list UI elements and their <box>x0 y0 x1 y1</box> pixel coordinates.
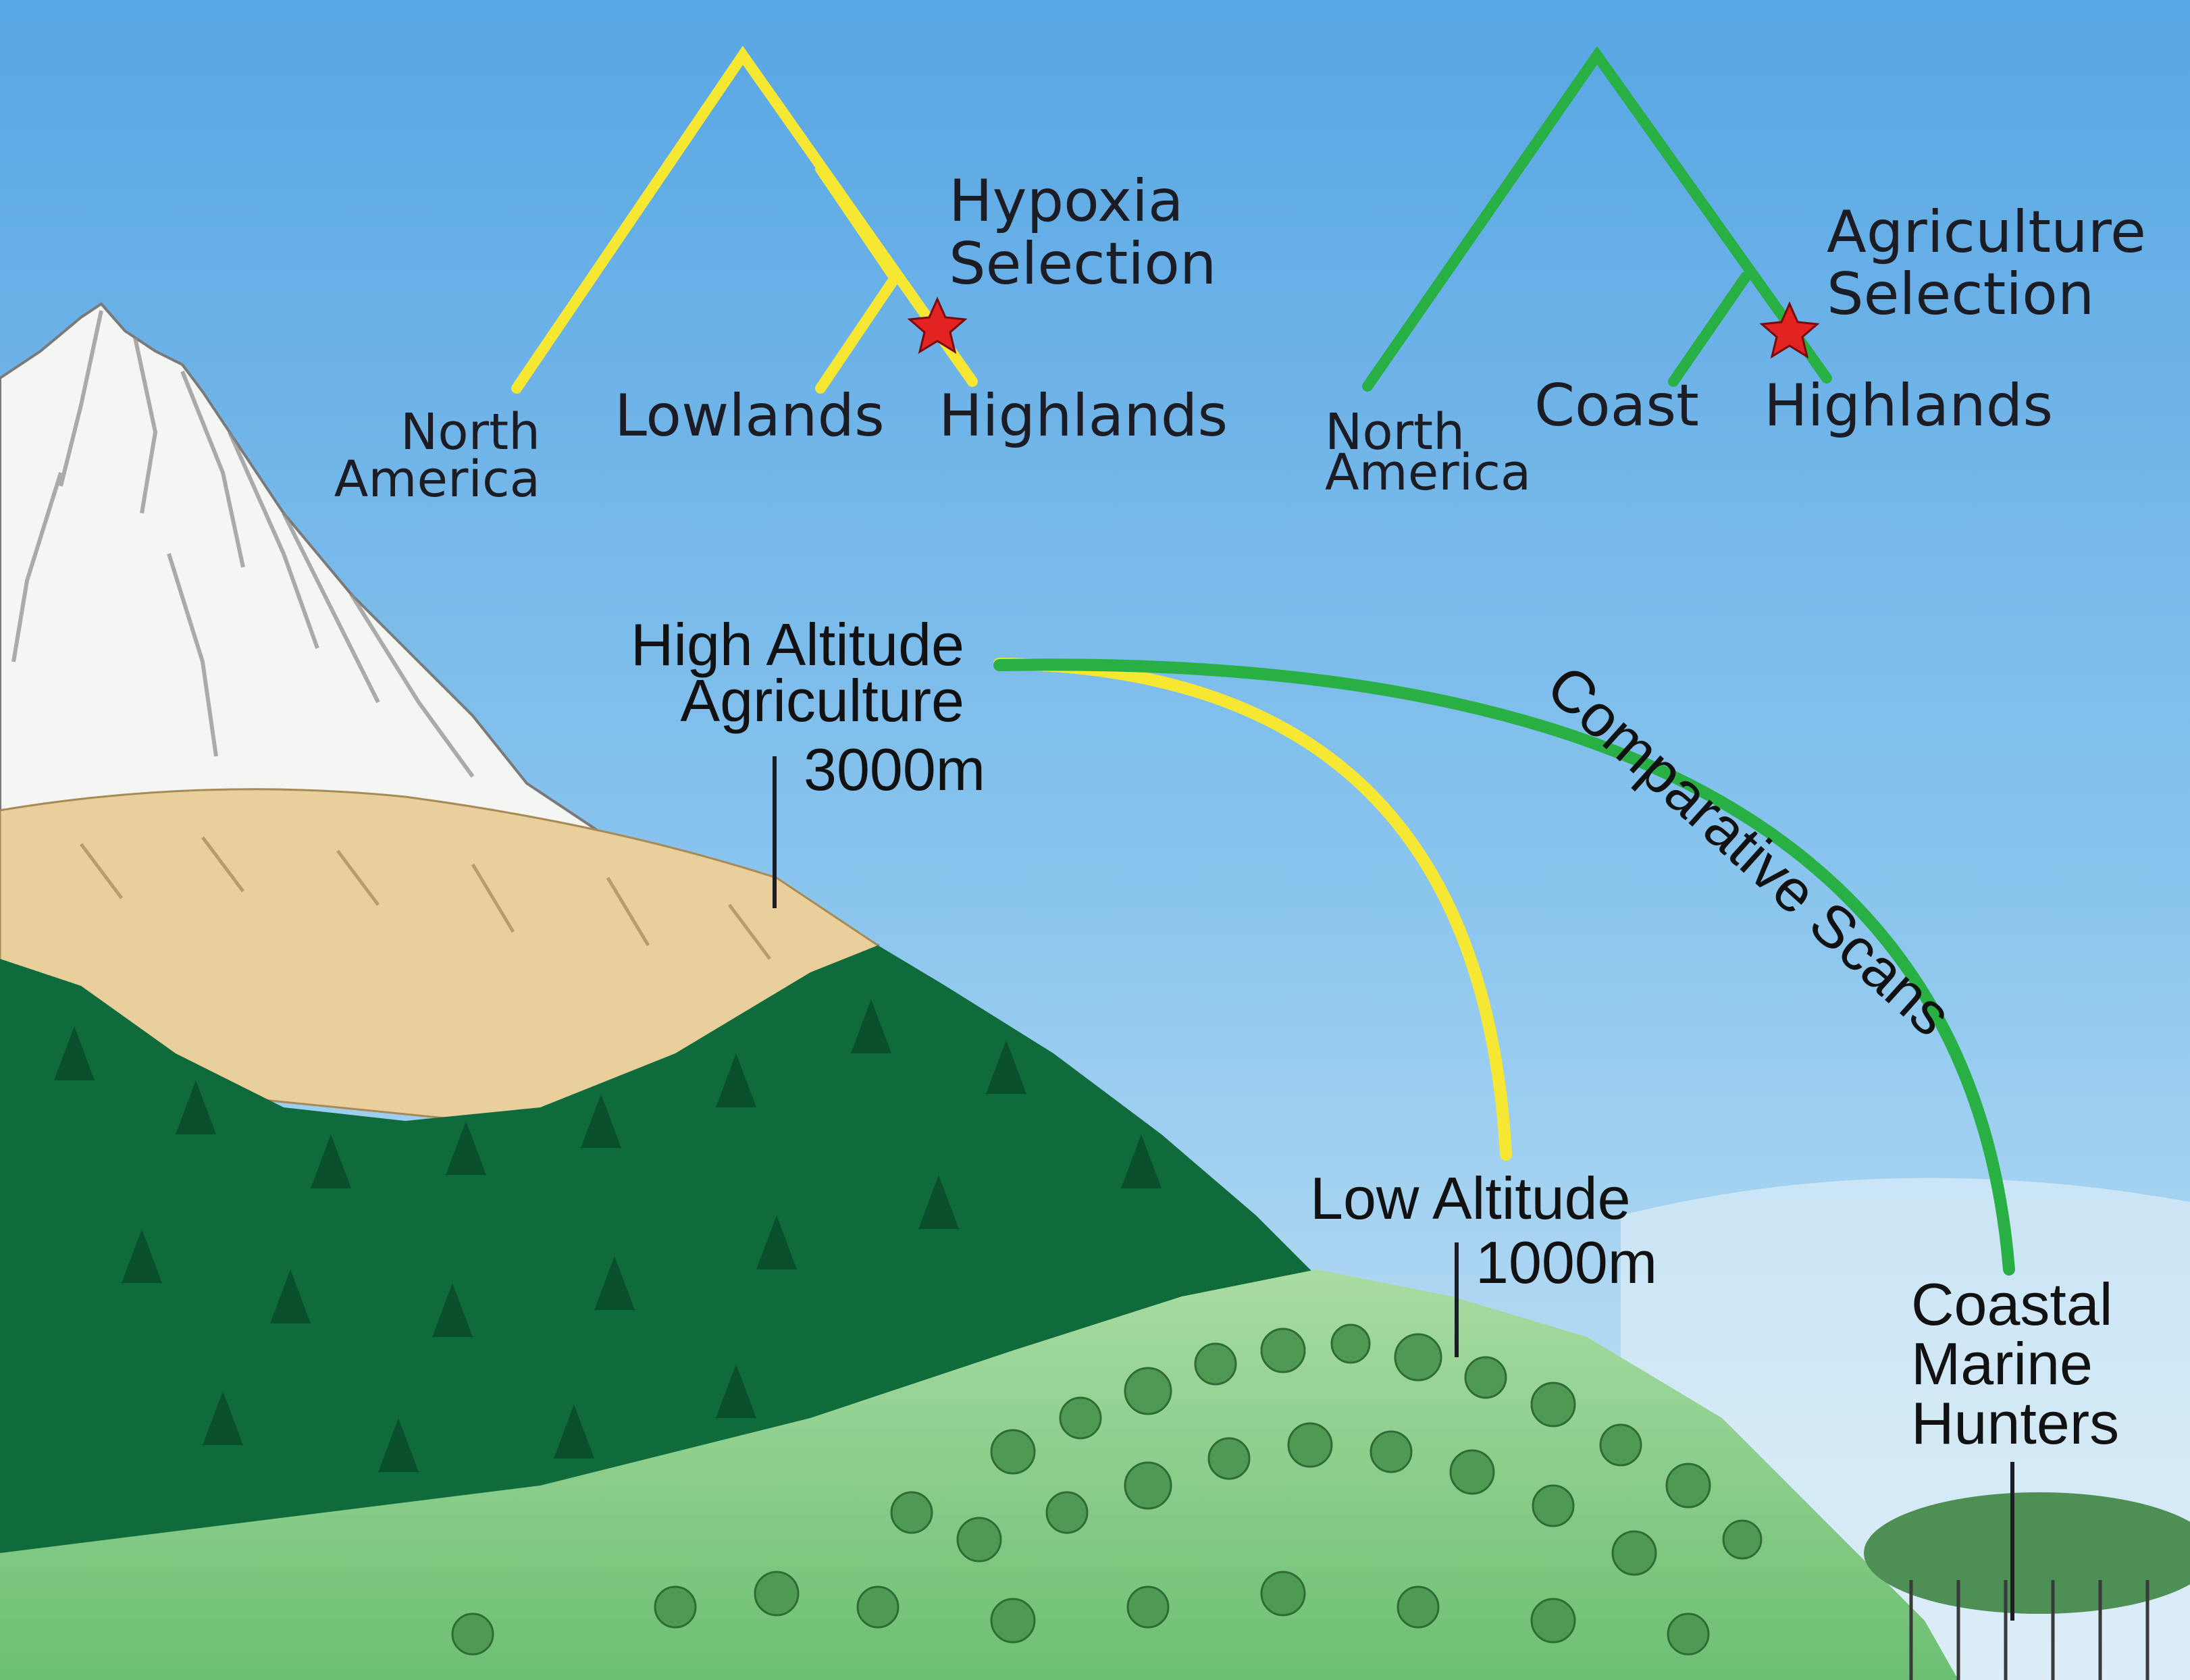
agriculture-selection-line2: Selection <box>1827 261 2094 328</box>
hypoxia-scan-arc <box>993 658 1512 1161</box>
agriculture-selection-star-icon <box>1759 301 1820 359</box>
left-leaf-america: America <box>334 450 540 508</box>
forest <box>0 945 1324 1594</box>
right-leaf-coast: Coast <box>1534 372 1699 440</box>
right-leaf-north: North <box>1325 403 1465 461</box>
hypoxia-selection-star-icon <box>907 296 968 355</box>
agriculture-tree-branches <box>1362 46 1832 392</box>
coastal-label-line2: Marine <box>1911 1330 2093 1397</box>
hypoxia-selection-line2: Selection <box>949 230 1216 298</box>
meadow-trees <box>451 1323 1763 1656</box>
right-leaf-highlands: Highlands <box>1764 372 2053 440</box>
coastal-label-line3: Hunters <box>1911 1390 2119 1456</box>
low-altitude-elevation: 1000m <box>1476 1229 1657 1296</box>
rock-band-texture <box>80 836 771 960</box>
coastal-label-line1: Coastal <box>1911 1271 2112 1338</box>
high-altitude-elevation: 3000m <box>804 736 985 803</box>
hypoxia-tree-branches <box>511 45 978 394</box>
left-leaf-highlands: Highlands <box>939 382 1228 450</box>
rock-band <box>0 788 879 1122</box>
hypoxia-tree <box>511 45 978 394</box>
hypoxia-selection-line1: Hypoxia <box>949 167 1184 235</box>
coastal-trees <box>1864 1492 2190 1680</box>
right-leaf-america: America <box>1325 444 1531 502</box>
agriculture-tree <box>1362 46 1832 392</box>
agriculture-scan-arc <box>993 658 2015 1276</box>
rock-streaks <box>11 310 475 778</box>
low-altitude-label: Low Altitude <box>1310 1165 1631 1232</box>
left-leaf-lowlands: Lowlands <box>615 382 885 450</box>
forest-texture <box>54 999 1162 1472</box>
high-altitude-label-line1: High Altitude <box>631 611 964 678</box>
left-leaf-north: North <box>400 403 540 461</box>
agriculture-selection-line1: Agriculture <box>1827 199 2146 266</box>
high-altitude-label-line2: Agriculture <box>680 667 964 734</box>
